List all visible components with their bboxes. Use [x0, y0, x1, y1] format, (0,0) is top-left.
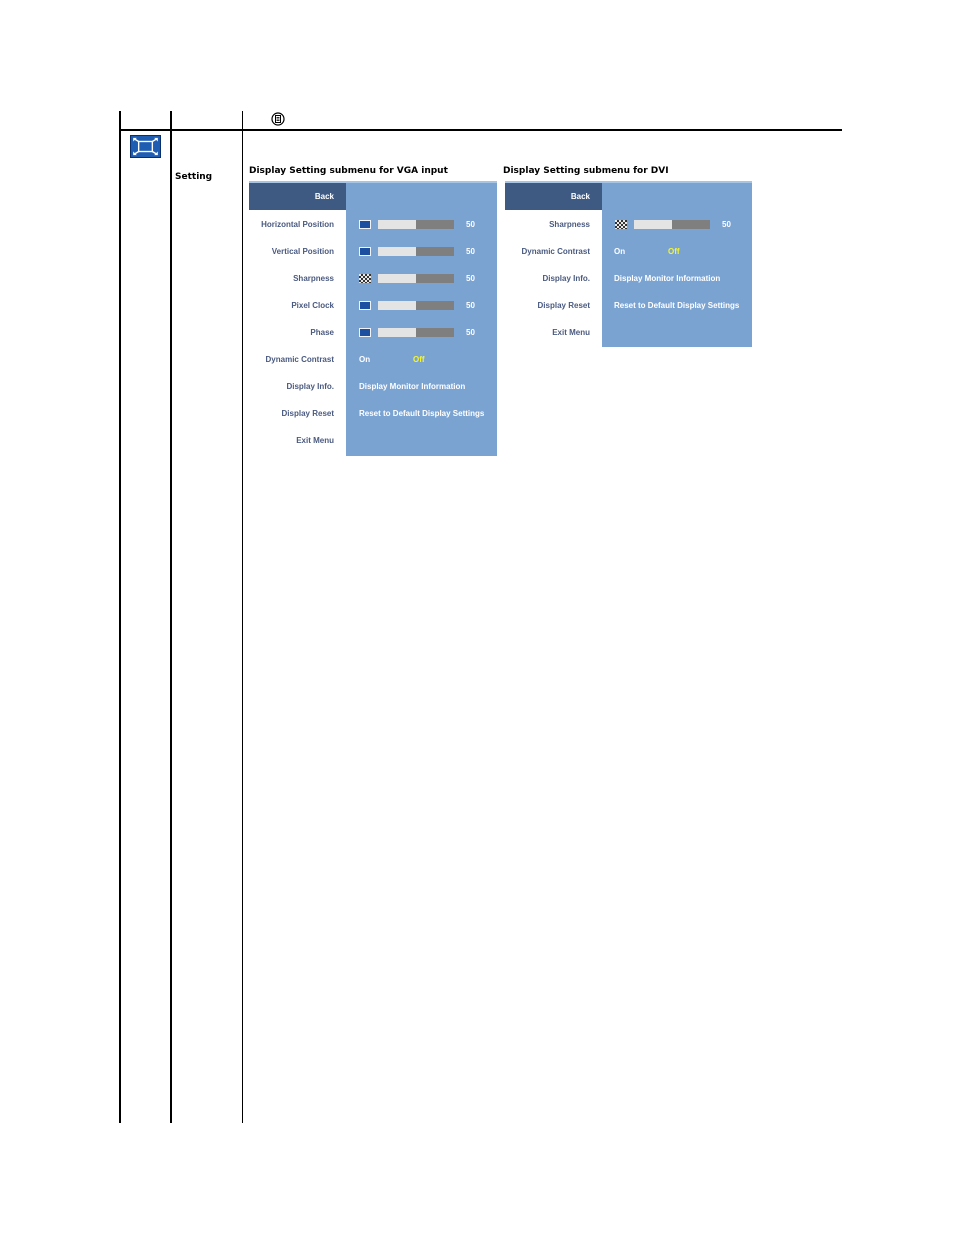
dvi-caption: Display Setting submenu for DVI	[503, 166, 669, 176]
slider-fill	[378, 247, 416, 256]
table-row-divider	[119, 129, 842, 131]
slider-fill	[634, 220, 672, 229]
dynamic-contrast-label[interactable]: Dynamic Contrast	[521, 247, 590, 256]
pixel-clock-label[interactable]: Pixel Clock	[291, 301, 334, 310]
dvi-osd-panel: Back Sharpness 50 Dynamic Contrast On Of…	[505, 181, 752, 347]
slider-fill	[378, 220, 416, 229]
pixel-clock-icon	[359, 301, 371, 310]
horizontal-position-slider[interactable]	[378, 220, 454, 229]
vertical-position-label[interactable]: Vertical Position	[271, 247, 334, 256]
display-reset-label[interactable]: Display Reset	[537, 301, 590, 310]
vertical-position-icon	[359, 247, 371, 256]
display-reset-value[interactable]: Reset to Default Display Settings	[614, 301, 740, 310]
dynamic-contrast-off[interactable]: Off	[413, 355, 425, 364]
osd-left-column	[505, 183, 602, 347]
sharpness-slider[interactable]	[378, 274, 454, 283]
sharpness-value: 50	[722, 220, 731, 229]
dynamic-contrast-on[interactable]: On	[614, 247, 626, 256]
osd-top-strip	[505, 181, 752, 183]
sharpness-label[interactable]: Sharpness	[293, 274, 334, 283]
dynamic-contrast-label[interactable]: Dynamic Contrast	[265, 355, 334, 364]
vga-caption: Display Setting submenu for VGA input	[249, 166, 448, 176]
phase-value: 50	[466, 328, 475, 337]
horizontal-position-value: 50	[466, 220, 475, 229]
pixel-clock-slider[interactable]	[378, 301, 454, 310]
slider-fill	[378, 328, 416, 337]
sharpness-icon	[359, 274, 371, 283]
phase-label[interactable]: Phase	[310, 328, 334, 337]
display-setting-icon	[130, 135, 161, 158]
table-border-col2	[170, 111, 172, 1123]
menu-button-icon	[271, 112, 285, 126]
sharpness-slider[interactable]	[634, 220, 710, 229]
back-button[interactable]: Back	[505, 183, 602, 210]
slider-fill	[378, 301, 416, 310]
phase-slider[interactable]	[378, 328, 454, 337]
back-button[interactable]: Back	[249, 183, 346, 210]
horizontal-position-label[interactable]: Horizontal Position	[261, 220, 334, 229]
exit-menu-item[interactable]: Exit Menu	[552, 328, 590, 337]
exit-menu-item[interactable]: Exit Menu	[296, 436, 334, 445]
display-info-value: Display Monitor Information	[359, 382, 466, 391]
pixel-clock-value: 50	[466, 301, 475, 310]
display-reset-label[interactable]: Display Reset	[281, 409, 334, 418]
table-border-col3	[242, 111, 243, 1123]
horizontal-position-icon	[359, 220, 371, 229]
dynamic-contrast-off[interactable]: Off	[668, 247, 680, 256]
display-info-label[interactable]: Display Info.	[286, 382, 334, 391]
dynamic-contrast-on[interactable]: On	[359, 355, 371, 364]
display-info-label[interactable]: Display Info.	[542, 274, 590, 283]
osd-left-column	[249, 183, 346, 456]
display-info-value: Display Monitor Information	[614, 274, 721, 283]
table-border-left	[119, 111, 121, 1123]
display-reset-value[interactable]: Reset to Default Display Settings	[359, 409, 485, 418]
sharpness-icon	[615, 220, 627, 229]
setting-label: Setting	[175, 172, 213, 182]
sharpness-value: 50	[466, 274, 475, 283]
vga-osd-panel: Back Horizontal Position 50 Vertical Pos…	[249, 181, 497, 456]
phase-icon	[359, 328, 371, 337]
osd-top-strip	[249, 181, 497, 183]
slider-fill	[378, 274, 416, 283]
sharpness-label[interactable]: Sharpness	[549, 220, 590, 229]
vertical-position-value: 50	[466, 247, 475, 256]
vertical-position-slider[interactable]	[378, 247, 454, 256]
